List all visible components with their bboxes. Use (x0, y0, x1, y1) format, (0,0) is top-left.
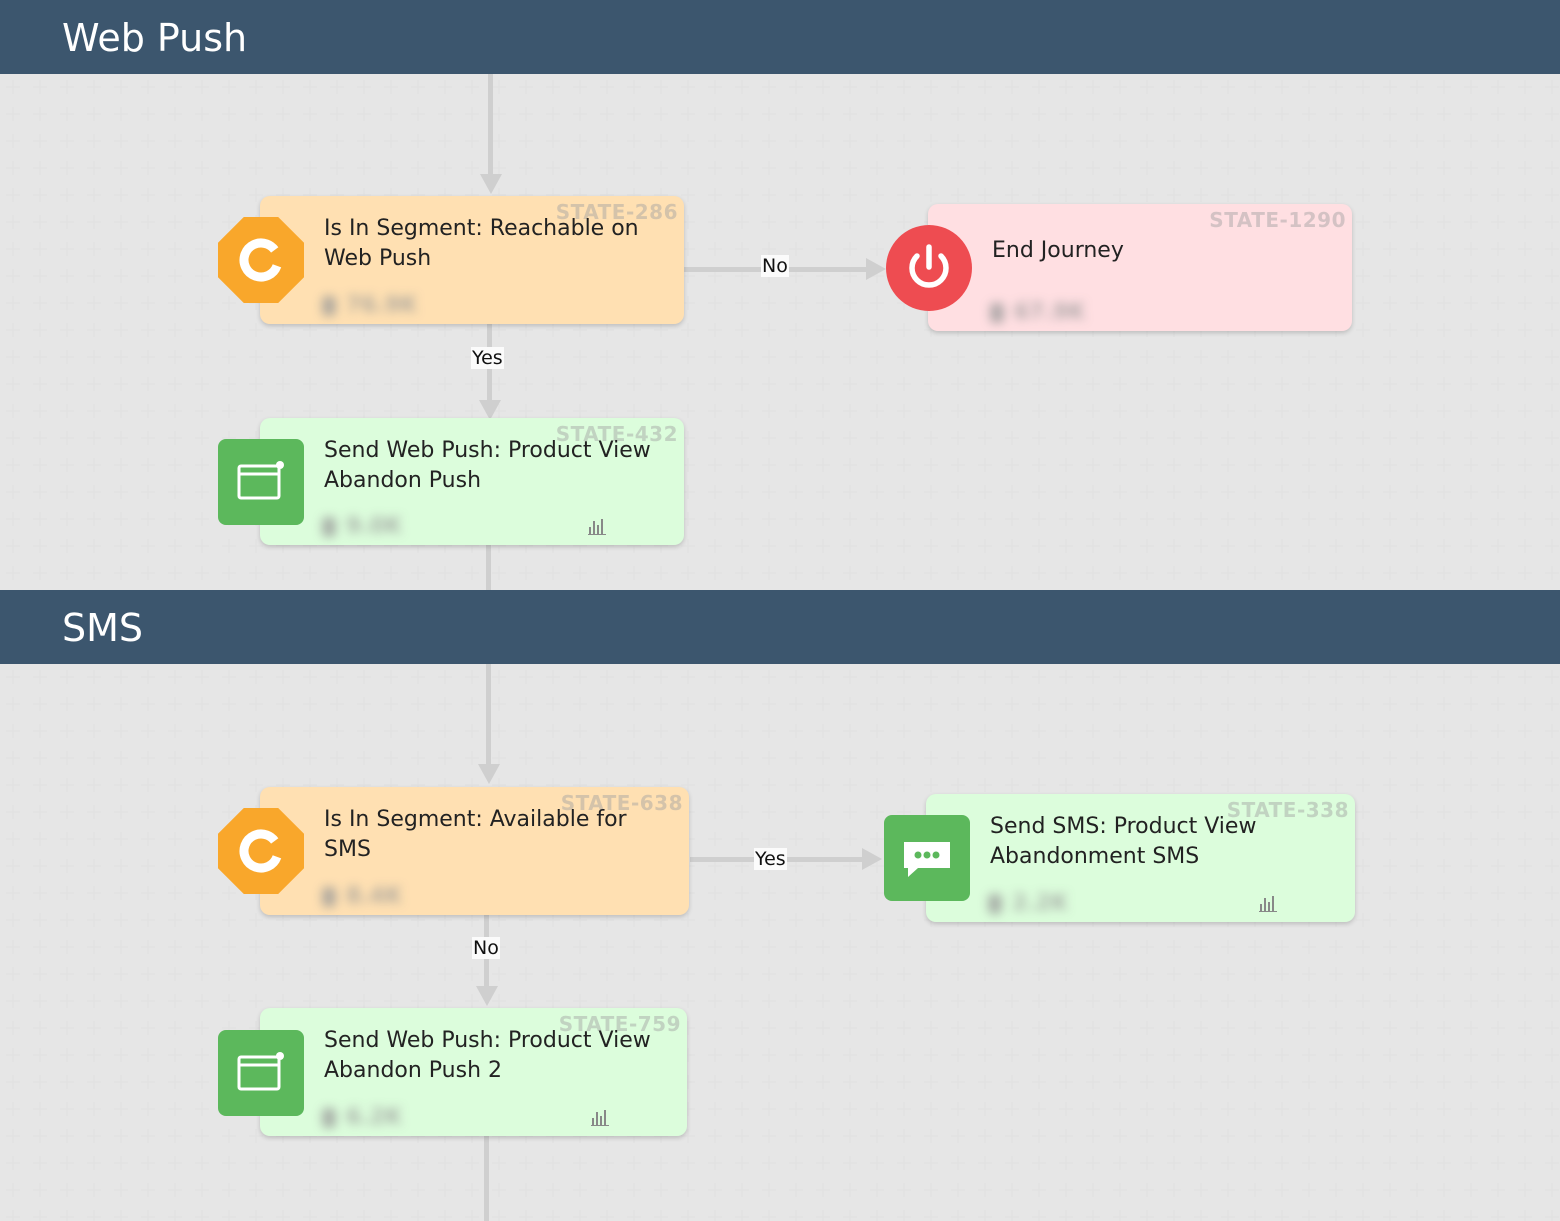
state-id: STATE-286 (555, 200, 678, 224)
segment-ring-icon (218, 808, 304, 894)
user-count-icon (322, 296, 336, 316)
node-title: Is In Segment: Reachable on Web Push (324, 216, 639, 271)
node-title: End Journey (992, 238, 1124, 263)
arrow-entry (478, 764, 500, 784)
state-id: STATE-759 (558, 1012, 681, 1036)
bar-chart-icon[interactable] (591, 1108, 609, 1126)
node-title: Send Web Push: Product View Abandon Push… (324, 1028, 651, 1083)
state-id: STATE-432 (555, 422, 678, 446)
connector-entry (488, 74, 493, 178)
power-icon (886, 225, 972, 311)
section-header-web-push: Web Push (0, 0, 1560, 74)
user-count-icon (988, 894, 1002, 914)
send-web-push-node[interactable]: STATE-432 Send Web Push: Product View Ab… (260, 418, 684, 545)
connector-exit (486, 544, 491, 590)
node-title: Send SMS: Product View Abandonment SMS (990, 814, 1257, 869)
user-count-icon (322, 1108, 336, 1128)
connector-exit (484, 1134, 489, 1221)
user-count: 2.2K (988, 891, 1068, 916)
state-id: STATE-338 (1226, 798, 1349, 822)
edge-label-yes: Yes (754, 848, 787, 870)
arrow-no (476, 986, 498, 1006)
section-title: Web Push (62, 16, 248, 60)
bar-chart-icon[interactable] (588, 517, 606, 535)
journey-canvas-web-push[interactable]: No Yes STATE-286 Is In Segment: Reachabl… (0, 74, 1560, 590)
segment-ring-icon (218, 217, 304, 303)
grid-background (0, 664, 1560, 1221)
send-sms-node[interactable]: STATE-338 Send SMS: Product View Abandon… (926, 794, 1355, 922)
connector-entry (486, 664, 491, 768)
arrow-no (866, 258, 886, 280)
state-id: STATE-1290 (1209, 208, 1346, 232)
arrow-entry (480, 174, 502, 194)
end-journey-node[interactable]: STATE-1290 End Journey 67.9K (928, 204, 1352, 331)
node-title: Is In Segment: Available for SMS (324, 807, 627, 862)
user-count: 8.4K (322, 884, 402, 909)
section-title: SMS (62, 606, 144, 650)
arrow-yes (479, 400, 501, 420)
user-count-icon (322, 887, 336, 907)
user-count: 67.9K (990, 300, 1085, 325)
user-count: 6.2K (322, 1105, 402, 1130)
browser-window-icon (218, 439, 304, 525)
browser-window-icon (218, 1030, 304, 1116)
section-header-sms: SMS (0, 590, 1560, 664)
user-count-icon (322, 517, 336, 537)
edge-label-no: No (761, 255, 789, 277)
journey-canvas-sms[interactable]: Yes No STATE-638 Is In Segment: Availabl… (0, 664, 1560, 1221)
user-count: 9.0K (322, 514, 402, 539)
user-count-icon (990, 303, 1004, 323)
user-count: 76.9K (322, 293, 417, 318)
arrow-yes (862, 848, 882, 870)
segment-node-available-sms[interactable]: STATE-638 Is In Segment: Available for S… (260, 787, 689, 915)
edge-label-yes: Yes (471, 347, 504, 369)
chat-bubble-icon (884, 815, 970, 901)
edge-label-no: No (472, 937, 500, 959)
node-title: Send Web Push: Product View Abandon Push (324, 438, 651, 493)
segment-node-reachable-web-push[interactable]: STATE-286 Is In Segment: Reachable on We… (260, 196, 684, 324)
bar-chart-icon[interactable] (1259, 894, 1277, 912)
state-id: STATE-638 (560, 791, 683, 815)
send-web-push-node-2[interactable]: STATE-759 Send Web Push: Product View Ab… (260, 1008, 687, 1136)
